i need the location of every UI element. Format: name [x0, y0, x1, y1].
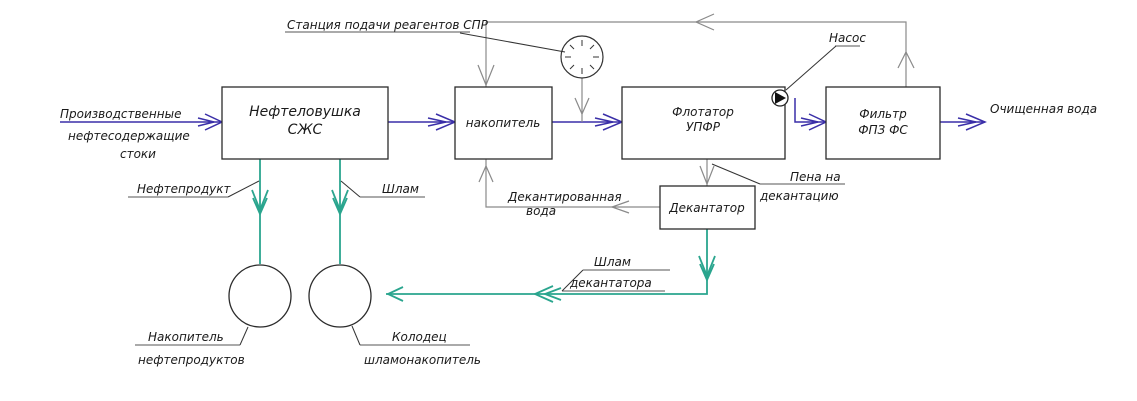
- filter-type: ФПЗ ФС: [858, 123, 908, 137]
- flotator-label: Флотатор: [672, 105, 734, 119]
- block-accumulator: накопитель: [454, 86, 553, 160]
- block-flotator: Флотатор УПФР: [621, 86, 786, 160]
- sludge-label: Шлам: [382, 182, 419, 196]
- oil-storage-tank: [228, 264, 292, 328]
- accumulator-label: накопитель: [466, 116, 541, 130]
- reagent-lines: [477, 13, 915, 214]
- reagent-station-label: Станция подачи реагентов СПР: [287, 18, 489, 32]
- pump-label: Насос: [829, 31, 866, 45]
- inlet-label-1: Производственные: [60, 107, 181, 121]
- oil-trap-label: Нефтеловушка: [249, 104, 361, 120]
- outlet-label: Очищенная вода: [990, 102, 1097, 116]
- block-filter: Фильтр ФПЗ ФС: [825, 86, 941, 160]
- pump-icon: [771, 89, 789, 107]
- oil-storage-label-1: Накопитель: [148, 330, 224, 344]
- sludge-well-label-1: Колодец: [392, 330, 447, 344]
- decanted-water-label-1: Декантированная: [507, 190, 622, 204]
- decanter-sludge-label-1: Шлам: [594, 255, 631, 269]
- block-oil-trap: Нефтеловушка СЖС: [221, 86, 389, 160]
- decanter-sludge-label-2: декантатора: [569, 276, 652, 290]
- oil-storage-label-2: нефтепродуктов: [138, 353, 245, 367]
- annotation-leaders: [128, 31, 860, 346]
- foam-label-2: декантацию: [759, 189, 839, 203]
- reagent-pump-icon: [560, 35, 604, 79]
- flotator-type: УПФР: [686, 120, 721, 134]
- sludge-lines: [251, 159, 716, 303]
- block-decanter: Декантатор: [659, 185, 756, 230]
- oil-trap-type: СЖС: [288, 122, 323, 138]
- inlet-label-3: стоки: [120, 147, 156, 161]
- decanted-water-label-2: вода: [526, 204, 556, 218]
- oil-product-label: Нефтепродукт: [137, 182, 231, 196]
- sludge-well-tank: [308, 264, 372, 328]
- decanter-label: Декантатор: [668, 201, 745, 215]
- filter-label: Фильтр: [859, 107, 907, 121]
- foam-label-1: Пена на: [790, 170, 841, 184]
- main-water-line: [60, 98, 987, 131]
- inlet-label-2: нефтесодержащие: [68, 129, 190, 143]
- sludge-well-label-2: шламонакопитель: [364, 353, 481, 367]
